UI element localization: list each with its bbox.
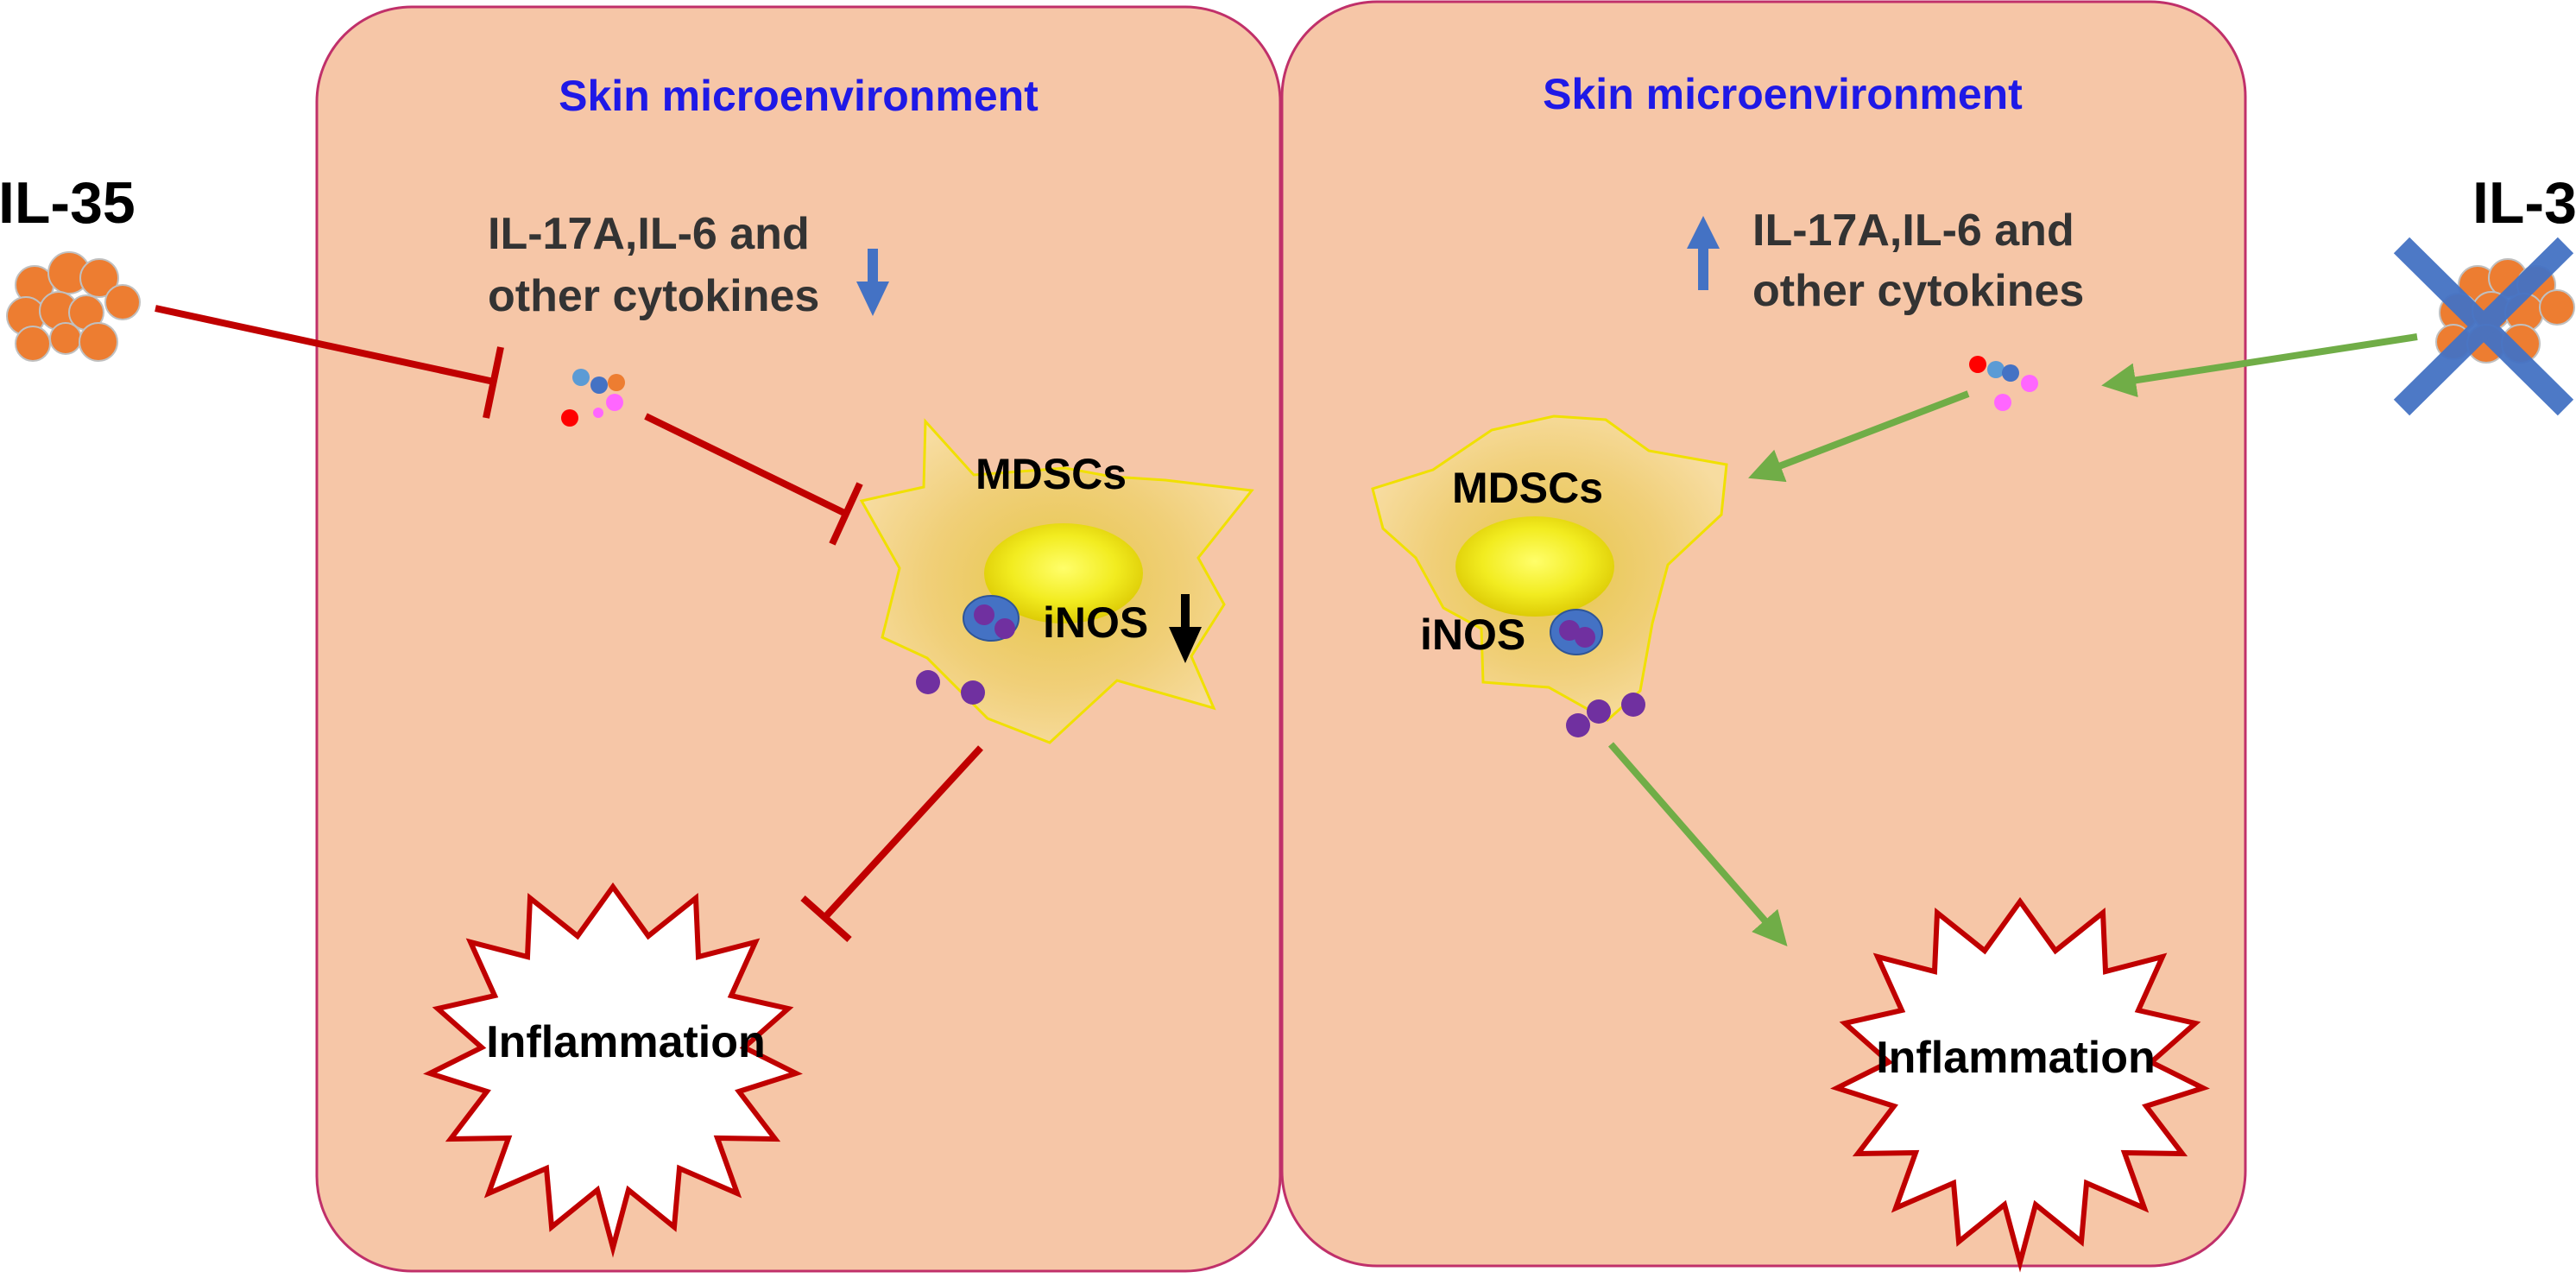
left-cytokines-line2: other cytokines xyxy=(488,271,819,321)
mdsc-cell-right xyxy=(1371,414,1728,722)
right-cytokines-line1: IL-17A,IL-6 and xyxy=(1752,206,2074,256)
inos-vesicle-right xyxy=(1550,609,1603,655)
inos-vesicle-left xyxy=(963,595,1020,642)
mdsc-cell-left xyxy=(859,418,1254,744)
left-cytokines-line1: IL-17A,IL-6 and xyxy=(488,209,810,259)
inhibit-mdsc-to-inflammation xyxy=(800,745,983,942)
inhibit-il35-to-cytokines xyxy=(155,305,504,419)
inflammation-burst-left xyxy=(423,882,803,1258)
right-inflammation-label: Inflammation xyxy=(1876,1033,2156,1083)
right-inos-label: iNOS xyxy=(1420,611,1525,659)
right-panel-title: Skin microenvironment xyxy=(1543,70,2023,118)
il35-right-label: IL-35 xyxy=(2472,170,2576,236)
promote-cytokines-to-mdsc xyxy=(1748,390,1970,483)
left-mdsc-label: MDSCs xyxy=(975,450,1127,498)
left-inos-label: iNOS xyxy=(1043,598,1148,647)
right-cytokines-line2: other cytokines xyxy=(1752,266,2084,316)
granules-right xyxy=(1566,693,1645,737)
down-arrow-icon xyxy=(856,249,889,316)
promote-il35-absence-to-cytokines xyxy=(2101,333,2418,398)
cytokine-molecules-left xyxy=(561,369,625,427)
left-inflammation-label: Inflammation xyxy=(486,1017,766,1067)
left-panel-title: Skin microenvironment xyxy=(559,72,1039,120)
il35-cluster-left xyxy=(6,251,141,362)
il35-left-label: IL-35 xyxy=(0,170,136,236)
granules-left xyxy=(916,670,985,705)
down-arrow-icon xyxy=(1169,594,1202,663)
cross-icon xyxy=(2393,237,2574,416)
inhibit-cytokines-to-mdsc xyxy=(644,413,863,546)
up-arrow-icon xyxy=(1687,216,1720,290)
inflammation-burst-right xyxy=(1830,896,2210,1273)
promote-mdsc-to-inflammation xyxy=(1607,742,1788,947)
right-mdsc-label: MDSCs xyxy=(1452,464,1603,512)
cytokine-molecules-right xyxy=(1969,356,2038,411)
